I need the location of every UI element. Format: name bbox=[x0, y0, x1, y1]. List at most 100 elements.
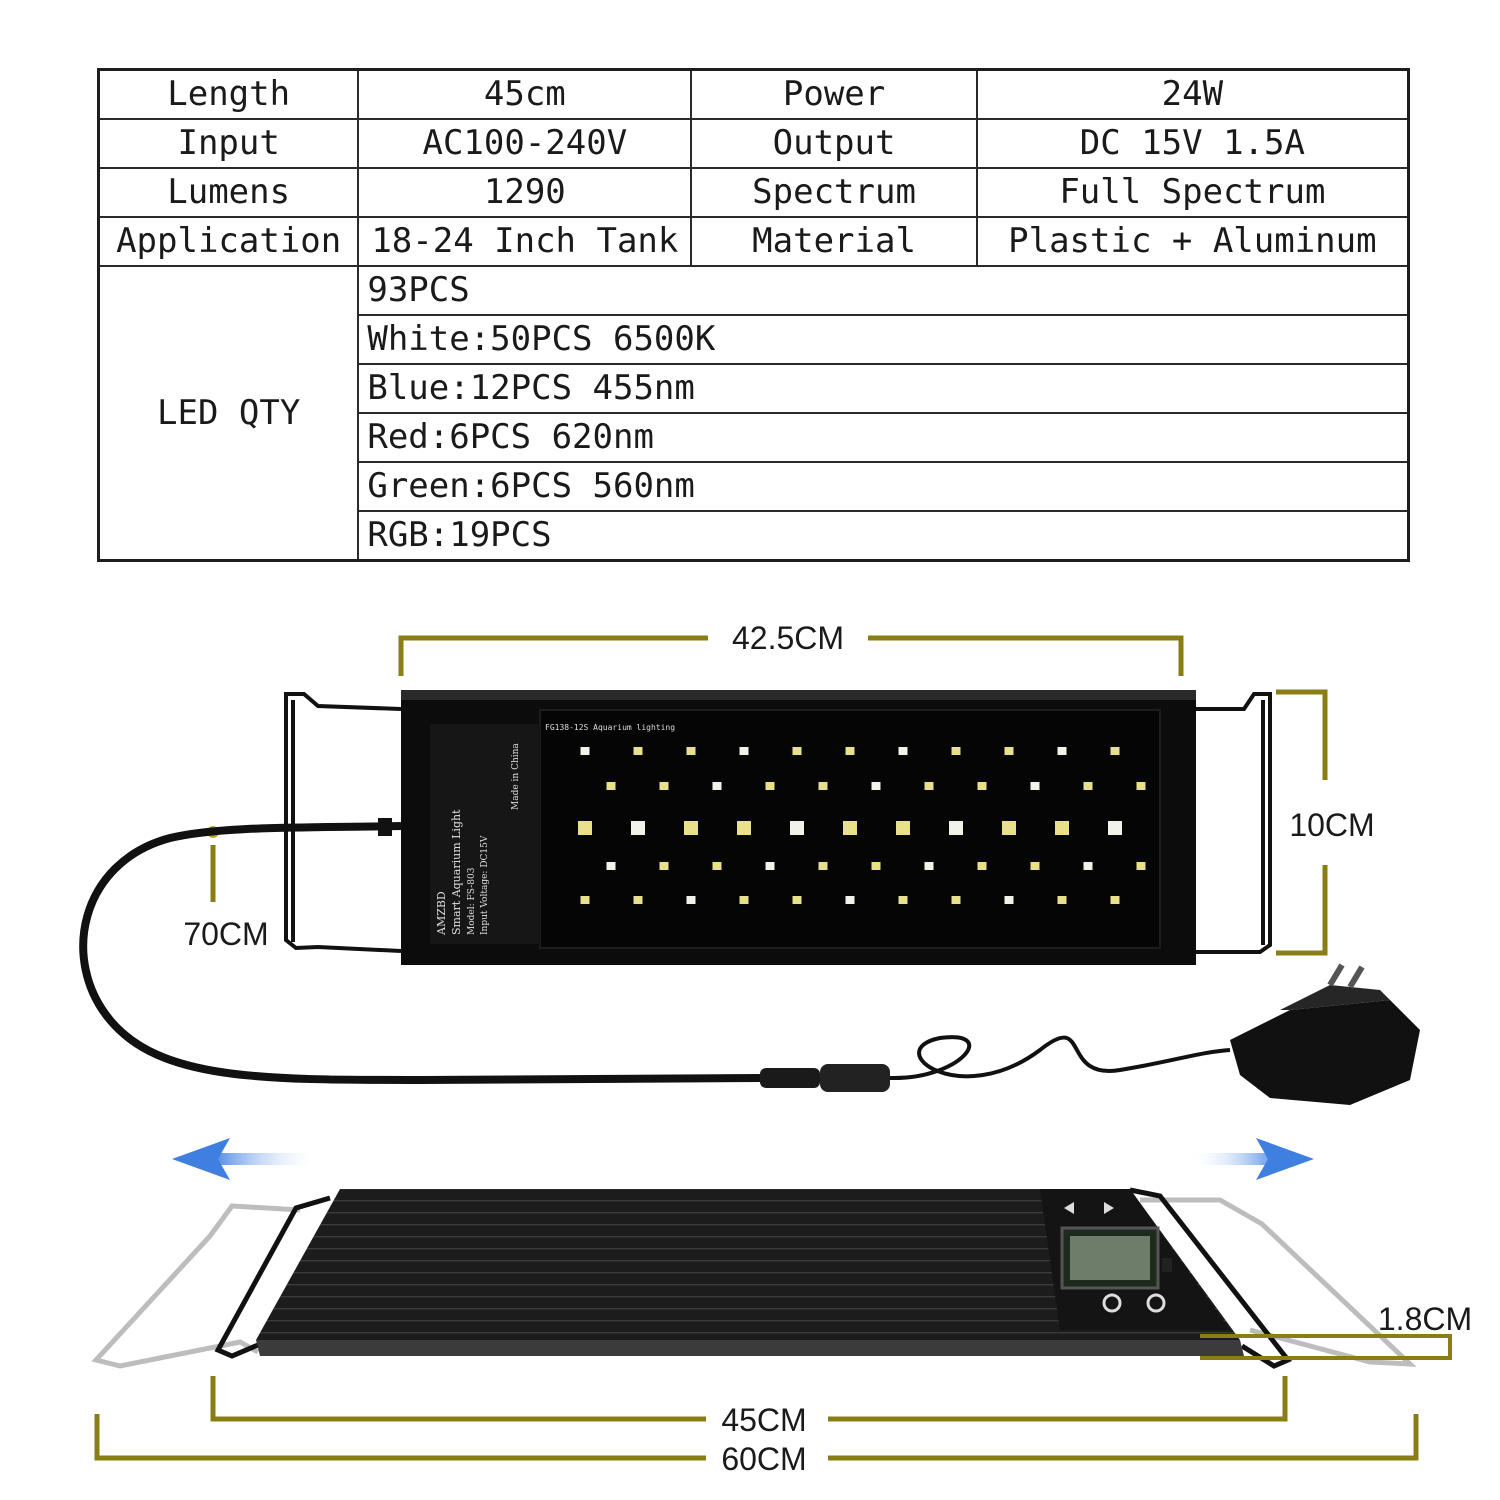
spec-row: Lumens 1290 Spectrum Full Spectrum bbox=[97, 167, 1410, 218]
led-chip bbox=[871, 862, 881, 870]
settings-button-icon[interactable] bbox=[1102, 1293, 1122, 1313]
led-row: Green:6PCS 560nm bbox=[99, 461, 1410, 512]
led-chip bbox=[951, 896, 961, 904]
power-adapter bbox=[1230, 963, 1420, 1105]
spec-value: DC 15V 1.5A bbox=[975, 118, 1410, 169]
led-chip bbox=[686, 896, 696, 904]
led-chip bbox=[1083, 862, 1093, 870]
model-text: Model: FS-803 bbox=[467, 867, 477, 935]
led-chip bbox=[1030, 782, 1040, 790]
product-text: Smart Aquarium Light bbox=[450, 809, 463, 935]
led-chip bbox=[843, 821, 857, 835]
spec-value: 18-24 Inch Tank bbox=[357, 216, 693, 267]
max-width-label: 60CM bbox=[721, 1441, 806, 1477]
ir-receiver bbox=[1162, 1258, 1172, 1272]
led-chip bbox=[1057, 896, 1067, 904]
spec-key: Lumens bbox=[97, 167, 360, 218]
led-chip bbox=[1055, 821, 1069, 835]
height-dimension bbox=[1276, 689, 1328, 956]
led-chip bbox=[631, 821, 645, 835]
top-width-dimension bbox=[398, 635, 1184, 676]
led-chip bbox=[765, 862, 775, 870]
body-width-label: 45CM bbox=[721, 1402, 806, 1438]
led-chip bbox=[739, 896, 749, 904]
led-chip bbox=[765, 782, 775, 790]
spec-row: Length 45cm Power 24W bbox=[97, 68, 1410, 120]
led-chip bbox=[659, 782, 669, 790]
led-item: White:50PCS 6500K bbox=[357, 314, 1410, 365]
power-cable bbox=[79, 822, 761, 1085]
led-item: 93PCS bbox=[357, 265, 1410, 316]
led-chip bbox=[818, 862, 828, 870]
left-button-icon[interactable] bbox=[1064, 1202, 1074, 1214]
left-bracket-extended bbox=[91, 1203, 301, 1369]
max-width-dimension bbox=[94, 1414, 1419, 1461]
led-chip bbox=[924, 862, 934, 870]
product-label-panel: AMZBD Smart Aquarium Light Model: FS-803… bbox=[435, 743, 521, 936]
control-panel bbox=[1060, 1202, 1172, 1313]
extend-left-arrow bbox=[172, 1138, 320, 1180]
led-chip bbox=[1057, 747, 1067, 755]
origin-text: Made in China bbox=[511, 743, 521, 810]
cable-connector bbox=[760, 1064, 890, 1092]
spec-key: Material bbox=[690, 216, 978, 267]
led-qty-label: LED QTY bbox=[97, 265, 360, 562]
spec-row: Application 18-24 Inch Tank Material Pla… bbox=[97, 216, 1410, 267]
spec-key: Length bbox=[97, 68, 360, 120]
brand-text: AMZBD bbox=[435, 891, 448, 936]
light-housing-bottom bbox=[256, 1189, 1244, 1356]
led-chip bbox=[633, 896, 643, 904]
led-chip bbox=[792, 747, 802, 755]
led-chip bbox=[977, 862, 987, 870]
led-chip bbox=[845, 896, 855, 904]
lcd-display bbox=[1070, 1236, 1150, 1280]
adapter-cable bbox=[889, 1035, 1231, 1081]
led-chip bbox=[871, 782, 881, 790]
led-chip bbox=[1004, 896, 1014, 904]
left-bracket-retracted bbox=[214, 1195, 331, 1359]
spec-key: Power bbox=[690, 68, 978, 120]
led-chip bbox=[737, 821, 751, 835]
body-width-dimension bbox=[210, 1376, 1288, 1422]
led-chip bbox=[580, 896, 590, 904]
led-array bbox=[578, 747, 1146, 904]
led-chip bbox=[578, 821, 592, 835]
spec-key: Spectrum bbox=[690, 167, 978, 218]
led-chip bbox=[818, 782, 828, 790]
led-chip bbox=[659, 862, 669, 870]
spec-value: 1290 bbox=[357, 167, 693, 218]
led-item: Blue:12PCS 455nm bbox=[357, 363, 1410, 414]
led-chip bbox=[951, 747, 961, 755]
led-chip bbox=[924, 782, 934, 790]
led-chip bbox=[686, 747, 696, 755]
led-chip bbox=[684, 821, 698, 835]
led-row: LED QTY 93PCS bbox=[97, 265, 1410, 562]
thickness-label: 1.8CM bbox=[1378, 1301, 1472, 1337]
led-chip bbox=[790, 821, 804, 835]
spec-row: Input AC100-240V Output DC 15V 1.5A bbox=[97, 118, 1410, 169]
led-chip bbox=[1004, 747, 1014, 755]
led-chip bbox=[1136, 862, 1146, 870]
spec-value: AC100-240V bbox=[357, 118, 693, 169]
led-item: Green:6PCS 560nm bbox=[357, 461, 1410, 512]
led-chip bbox=[1108, 821, 1122, 835]
led-chip bbox=[606, 782, 616, 790]
right-button-icon[interactable] bbox=[1104, 1202, 1114, 1214]
thickness-dimension bbox=[1200, 1334, 1452, 1360]
led-chip bbox=[845, 747, 855, 755]
height-label: 10CM bbox=[1289, 807, 1374, 843]
spec-key: Application bbox=[97, 216, 360, 267]
led-chip bbox=[1110, 747, 1120, 755]
right-bracket bbox=[1196, 692, 1272, 954]
led-chip bbox=[606, 862, 616, 870]
cable-grommet bbox=[378, 818, 392, 836]
spec-key: Input bbox=[97, 118, 360, 169]
power-button-icon[interactable] bbox=[1146, 1293, 1166, 1313]
led-chip bbox=[633, 747, 643, 755]
spec-key: Output bbox=[690, 118, 978, 169]
led-chip bbox=[898, 896, 908, 904]
led-chip bbox=[580, 747, 590, 755]
led-chip bbox=[1136, 782, 1146, 790]
led-item: Red:6PCS 620nm bbox=[357, 412, 1410, 463]
